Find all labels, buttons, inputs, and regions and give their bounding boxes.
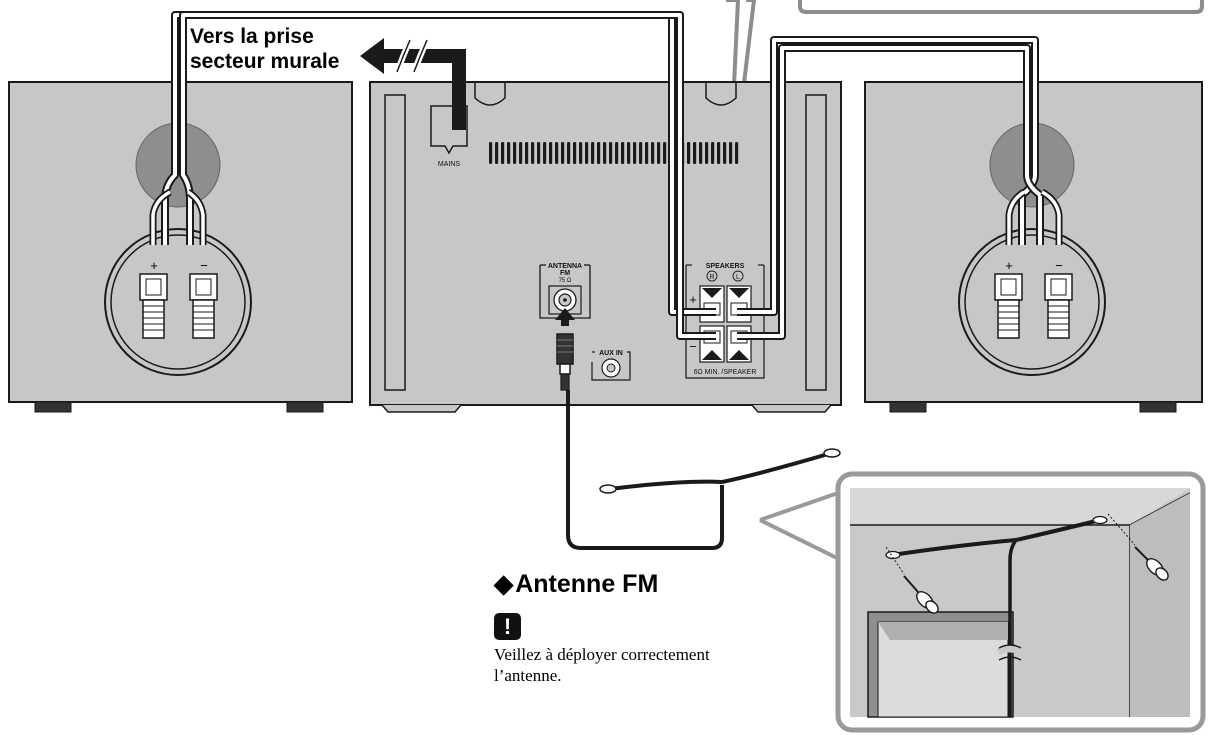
mains-panel-label: MAINS: [438, 161, 461, 168]
wall-mount-callout: [735, 471, 1206, 733]
vent-slot: [615, 142, 619, 164]
speaker-impedance-label: 6Ω MIN. /SPEAKER: [694, 369, 757, 376]
vent-slot: [561, 142, 565, 164]
left-speaker: + −: [8, 81, 353, 413]
speakers-panel-title: SPEAKERS: [706, 263, 745, 270]
vent-slot: [663, 142, 667, 164]
vent-slot: [639, 142, 643, 164]
vent-slots: [489, 142, 739, 164]
vent-slot: [519, 142, 523, 164]
vent-slot: [573, 142, 577, 164]
antenna-panel-band: FM: [560, 270, 570, 277]
right-speaker-terminal-minus: [1044, 273, 1073, 339]
antenna-panel-impedance: 75 Ω: [559, 278, 572, 284]
aux-in-jack: AUX IN: [591, 350, 631, 381]
vent-slot: [633, 142, 637, 164]
vent-slot: [525, 142, 529, 164]
fm-antenna-heading: ◆Antenne FM: [494, 569, 658, 599]
vent-slot: [537, 142, 541, 164]
vent-slot: [621, 142, 625, 164]
vent-slot: [543, 142, 547, 164]
vent-slot: [585, 142, 589, 164]
vent-slot: [645, 142, 649, 164]
right-speaker-terminal-plus: [994, 273, 1023, 339]
antenna-plug: [555, 308, 575, 391]
vent-slot: [735, 142, 739, 164]
vent-slot: [549, 142, 553, 164]
right-speaker-cable: [737, 36, 1063, 340]
right-terminal-minus-label: −: [1055, 258, 1063, 273]
vent-slot: [579, 142, 583, 164]
left-terminal-plus-label: +: [150, 258, 158, 273]
vent-slot: [705, 142, 709, 164]
vent-slot: [501, 142, 505, 164]
main-unit-rear: MAINS ANTENNA FM 75 Ω AUX IN: [369, 81, 842, 413]
mains-outlet-label: Vers la prise secteur murale: [190, 24, 380, 74]
speaker-terminal-block: SPEAKERS R L + − 6Ω MIN. /SPEAKER: [685, 263, 765, 379]
push-pin-right: [1134, 546, 1169, 581]
panel-minus-label: −: [689, 339, 697, 354]
vent-slot: [609, 142, 613, 164]
vent-slot: [687, 142, 691, 164]
channel-right-label: R: [709, 274, 714, 281]
antenna-panel-title: ANTENNA: [548, 263, 582, 270]
panel-plus-label: +: [689, 292, 697, 307]
channel-left-label: L: [736, 274, 740, 281]
note-line-1: Veillez à déployer correctement: [494, 645, 710, 664]
vent-slot: [699, 142, 703, 164]
mains-cord-arrow: [360, 38, 466, 130]
vent-slot: [555, 142, 559, 164]
mains-label-line2: secteur murale: [190, 50, 340, 73]
vent-slot: [495, 142, 499, 164]
note-line-2: l’antenne.: [494, 666, 562, 685]
vent-slot: [489, 142, 493, 164]
diamond-bullet-icon: ◆: [494, 570, 514, 598]
right-terminal-plus-label: +: [1005, 258, 1013, 273]
aux-in-label: AUX IN: [599, 350, 623, 357]
vent-slot: [723, 142, 727, 164]
vent-slot: [591, 142, 595, 164]
vent-slot: [627, 142, 631, 164]
vent-slot: [729, 142, 733, 164]
vent-slot: [711, 142, 715, 164]
left-speaker-terminal-plus: [139, 273, 168, 339]
vent-slot: [693, 142, 697, 164]
caution-icon: !: [494, 613, 521, 640]
vent-slot: [717, 142, 721, 164]
left-terminal-minus-label: −: [200, 258, 208, 273]
fm-antenna-wire: [566, 390, 841, 550]
fm-antenna-note: Veillez à déployer correctement l’antenn…: [494, 644, 814, 686]
vent-slot: [513, 142, 517, 164]
fm-antenna-title: Antenne FM: [515, 570, 659, 598]
vent-slot: [507, 142, 511, 164]
mains-label-line1: Vers la prise: [190, 25, 314, 48]
left-speaker-cable: [149, 11, 716, 340]
vent-slot: [651, 142, 655, 164]
vent-slot: [657, 142, 661, 164]
left-speaker-terminal-minus: [189, 273, 218, 339]
vent-slot: [603, 142, 607, 164]
push-pin-left: [903, 575, 939, 614]
vent-slot: [531, 142, 535, 164]
vent-slot: [597, 142, 601, 164]
vent-slot: [567, 142, 571, 164]
